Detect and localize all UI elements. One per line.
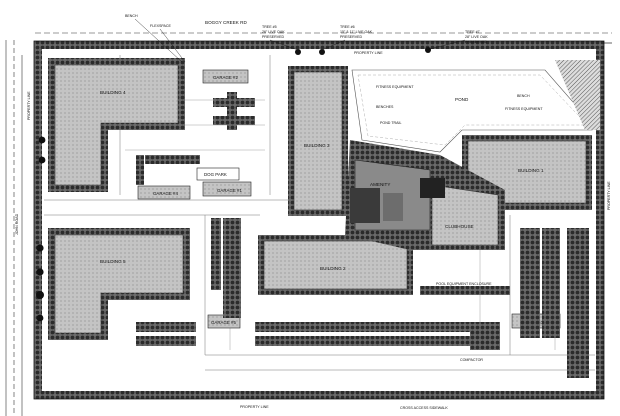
svg-text:TREE #5: TREE #5 bbox=[262, 25, 277, 29]
compactor-enclosure bbox=[470, 322, 500, 350]
property-line-south: PROPERTY LINE bbox=[240, 405, 269, 409]
building-4-label: BUILDING 4 bbox=[100, 90, 126, 95]
building-5: BUILDING 5 bbox=[48, 228, 190, 340]
building-3: BUILDING 3 bbox=[288, 66, 348, 216]
garage-2-label: GARAGE #2 bbox=[213, 75, 238, 80]
svg-text:TREE #6: TREE #6 bbox=[340, 25, 355, 29]
street-trees bbox=[36, 47, 431, 322]
fitness-equipment-label: FITNESS EQUIPMENT bbox=[376, 85, 414, 89]
building-1-label: BUILDING 1 bbox=[518, 168, 544, 173]
tree-callout-7: TREE #7 28" LIVE OAK PRESERVED bbox=[429, 30, 488, 50]
west-road bbox=[5, 40, 23, 416]
pond-trail-label: POND TRAIL bbox=[380, 121, 402, 125]
striped-area bbox=[555, 60, 600, 130]
garage-3-label: GARAGE #3 bbox=[528, 320, 553, 325]
garage-5-label: GARAGE #5 bbox=[211, 320, 236, 325]
tree-callout-6: TREE #6 15" & 11" LIVE OAK PRESERVED bbox=[321, 25, 373, 51]
benches-label: BENCHES bbox=[376, 105, 394, 109]
tree-callout-5: TREE #5 26" LIVE OAK PRESERVED bbox=[262, 25, 299, 51]
garage-1: GARAGE #1 bbox=[202, 181, 252, 197]
amenity-complex: AMENITY CLUBHOUSE bbox=[345, 140, 505, 250]
building-5-label: BUILDING 5 bbox=[100, 259, 126, 264]
dog-park-label: DOG PARK bbox=[204, 172, 227, 177]
property-line-west: PROPERTY LINE bbox=[27, 91, 31, 120]
svg-text:TREE #7: TREE #7 bbox=[465, 30, 480, 34]
bench-label: BENCH bbox=[125, 14, 138, 18]
building-4: BUILDING 4 bbox=[48, 58, 185, 192]
building-2: BUILDING 2 bbox=[258, 235, 413, 295]
clubhouse-label: CLUBHOUSE bbox=[445, 224, 474, 229]
cross-access-label: CROSS ACCESS SIDEWALK bbox=[400, 406, 448, 410]
svg-text:PRESERVED: PRESERVED bbox=[340, 35, 363, 39]
pond-label: POND bbox=[455, 97, 469, 102]
property-line-north: PROPERTY LINE bbox=[354, 51, 383, 55]
bench-label-2: BENCH bbox=[517, 94, 530, 98]
dog-park: DOG PARK bbox=[196, 167, 240, 181]
garage-1-label: GARAGE #1 bbox=[217, 188, 242, 193]
svg-text:26" LIVE OAK: 26" LIVE OAK bbox=[262, 30, 285, 34]
compactor-label: COMPACTOR bbox=[460, 358, 483, 362]
svg-text:PRESERVED: PRESERVED bbox=[262, 35, 285, 39]
garage-4: GARAGE #4 bbox=[137, 185, 191, 200]
building-2-label: BUILDING 2 bbox=[320, 266, 346, 271]
amenity-label: AMENITY bbox=[370, 182, 390, 187]
west-road-label: JOHN ROAD bbox=[15, 213, 19, 235]
garage-2: GARAGE #2 bbox=[202, 69, 249, 84]
pond-area: POND POND TRAIL bbox=[351, 69, 593, 153]
fitness-equipment-label-2: FITNESS EQUIPMENT bbox=[505, 107, 543, 111]
svg-text:PRESERVED: PRESERVED bbox=[465, 40, 488, 44]
planting-islands bbox=[136, 92, 589, 378]
property-boundary bbox=[33, 40, 605, 400]
building-3-label: BUILDING 3 bbox=[304, 143, 330, 148]
svg-text:28" LIVE OAK: 28" LIVE OAK bbox=[465, 35, 488, 39]
boggy-creek-label: BOGGY CREEK RD bbox=[205, 20, 247, 25]
property-line-east: PROPERTY LINE bbox=[607, 181, 611, 210]
flexspace-label: FLEXSPACE bbox=[150, 24, 172, 28]
garage-4-label: GARAGE #4 bbox=[153, 191, 178, 196]
svg-text:15" & 11" LIVE OAK: 15" & 11" LIVE OAK bbox=[340, 30, 373, 34]
pool-equipment-label: POOL EQUIPMENT ENCLOSURE bbox=[436, 282, 492, 286]
